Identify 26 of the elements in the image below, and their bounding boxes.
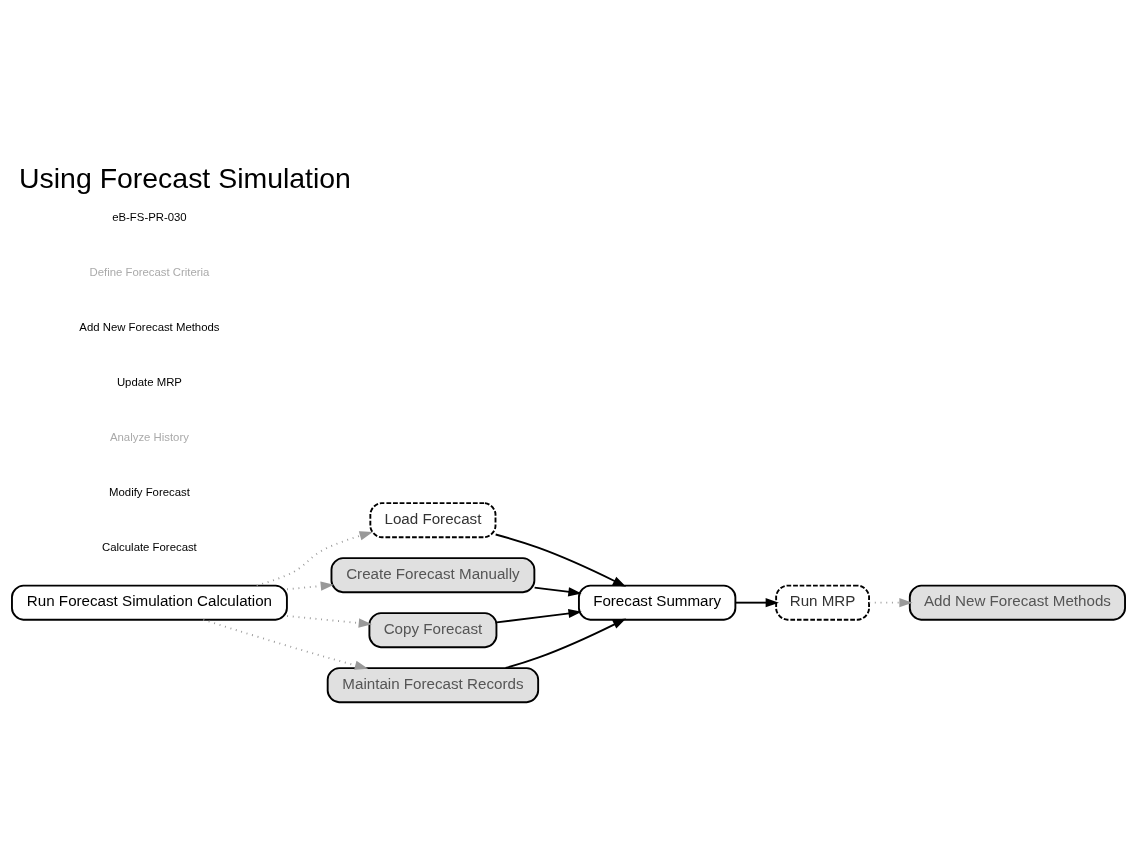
arrow <box>533 586 582 596</box>
node-box: Copy Forecast <box>368 611 498 648</box>
label: Analyze History <box>109 430 189 443</box>
label: eB-FS-PR-030 <box>112 210 187 223</box>
arrow <box>255 530 373 586</box>
node-box: Run Forecast Simulation Calculation <box>11 584 288 621</box>
arrow <box>202 618 369 670</box>
node-box: Add New Forecast Methods <box>908 584 1126 621</box>
label: Calculate Forecast <box>102 540 197 553</box>
arrow <box>734 597 779 607</box>
arrow <box>495 608 582 623</box>
label: Update MRP <box>116 375 182 388</box>
arrow <box>868 597 913 607</box>
label: Modify Forecast <box>109 485 190 498</box>
label: Add New Forecast Methods <box>79 320 220 333</box>
arrow <box>286 580 334 591</box>
arrow <box>494 533 627 587</box>
node-box: Forecast Summary <box>577 584 737 621</box>
node-box: Maintain Forecast Records <box>326 666 540 703</box>
diagram-title: Using Forecast Simulation <box>19 161 351 194</box>
arrow <box>504 618 627 669</box>
node-box: Create Forecast Manually <box>330 556 536 593</box>
node-box: Run MRP <box>775 584 870 621</box>
label: Define Forecast Criteria <box>89 265 210 278</box>
arrow <box>286 614 372 628</box>
node-box: Load Forecast <box>369 501 497 538</box>
